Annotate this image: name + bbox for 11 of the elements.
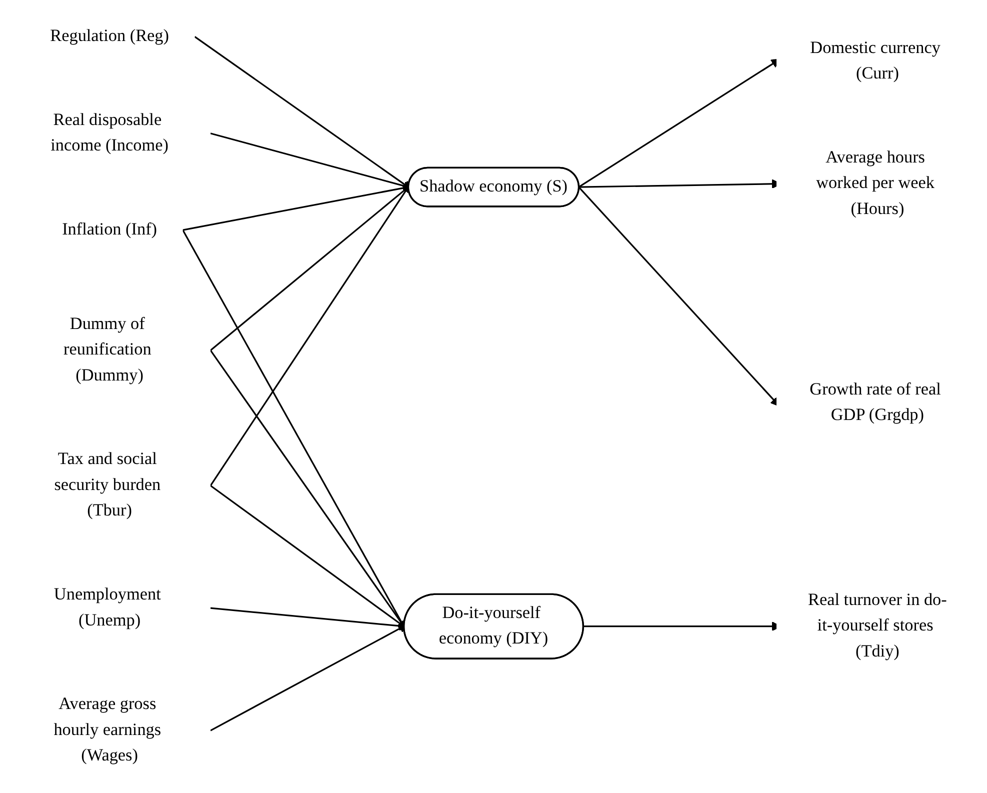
node-text: Inflation (Inf) bbox=[62, 220, 158, 239]
node-text: Real turnover in do-it-yourself stores (Tdiy) bbox=[808, 590, 947, 661]
node-text: Dummy of reunification (Dummy) bbox=[64, 314, 152, 385]
node-text: Tax and social security burden (Tbur) bbox=[54, 450, 161, 520]
node-text: Growth rate of real GDP (Grgdp) bbox=[810, 380, 941, 424]
node-text: Average gross hourly earnings (Wages) bbox=[54, 695, 162, 765]
node-text: Domestic currency (Curr) bbox=[810, 38, 940, 83]
node-text: Regulation (Reg) bbox=[50, 27, 169, 46]
node-text: Average hours worked per week (Hours) bbox=[816, 148, 934, 218]
node-text: Unemployment (Unemp) bbox=[54, 586, 161, 630]
node-text: Real disposable income (Income) bbox=[50, 110, 168, 155]
